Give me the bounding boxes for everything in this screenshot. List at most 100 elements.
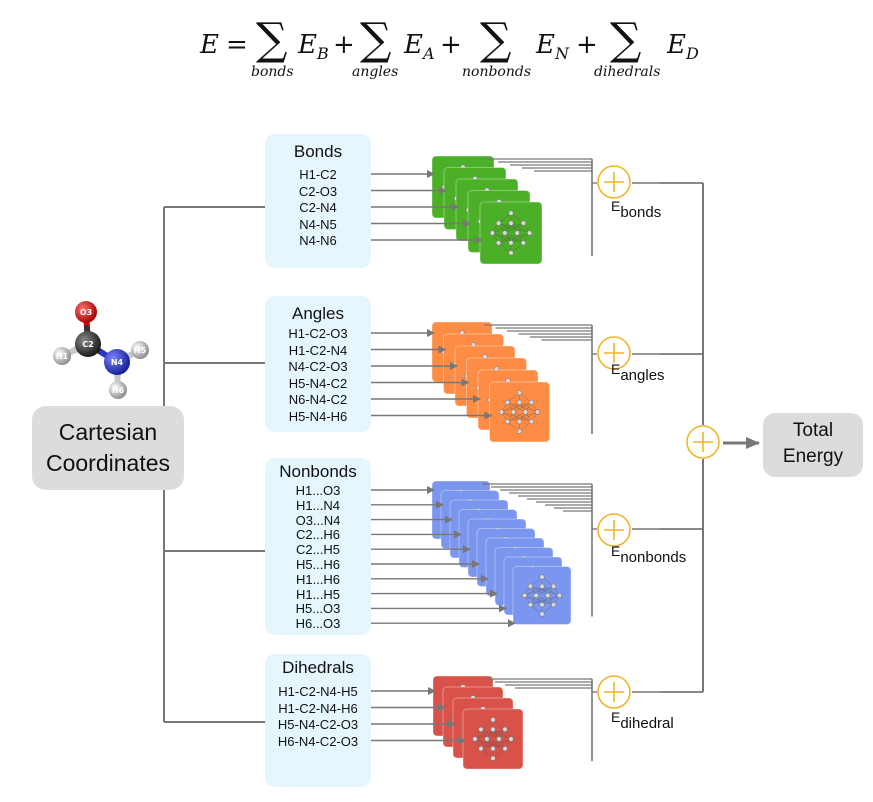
atom-sphere xyxy=(75,331,101,357)
neural-network-glyph xyxy=(489,210,533,256)
network-node xyxy=(550,602,557,608)
network-edge xyxy=(510,232,530,244)
network-edge xyxy=(541,585,560,596)
network-edge xyxy=(541,595,560,606)
network-node xyxy=(508,250,514,256)
energy-label-nonbonds: Enonbonds xyxy=(611,543,686,566)
interaction-label: N4-N5 xyxy=(299,216,337,232)
network-edge xyxy=(492,729,512,740)
network-node xyxy=(516,419,523,425)
interaction-label: N6-N4-C2 xyxy=(288,392,348,407)
network-node xyxy=(489,230,496,236)
network-edge xyxy=(492,222,524,234)
eq-plus: + xyxy=(576,30,598,60)
energy-subscript: dihedral xyxy=(620,715,674,732)
network-node xyxy=(478,726,484,733)
network-node xyxy=(484,736,490,742)
network-edge xyxy=(498,222,518,234)
network-node xyxy=(522,409,529,415)
energy-subscript: nonbonds xyxy=(620,549,687,566)
atom-sphere xyxy=(53,347,71,365)
interaction-label: C2...H6 xyxy=(295,527,341,543)
plus-icon xyxy=(693,432,713,452)
interaction-label: H1-C2 xyxy=(299,167,337,182)
atom-sphere xyxy=(109,381,127,399)
energy-subscript: angles xyxy=(620,367,665,384)
network-edge xyxy=(524,595,554,606)
atom-label: C2 xyxy=(82,340,93,349)
interaction-label: H5-N4-C2 xyxy=(288,375,348,391)
network-node xyxy=(504,399,511,406)
network-edge xyxy=(498,232,518,244)
network-node xyxy=(520,220,527,226)
eq-term-under: nonbonds xyxy=(462,64,532,80)
category-title: Angles xyxy=(292,304,344,323)
network-node xyxy=(490,717,496,723)
cartesian-coordinates-box: Cartesian Coordinates xyxy=(32,406,184,490)
interaction-label: C2-N4 xyxy=(299,200,337,215)
interaction-label: H1-C2-N4 xyxy=(288,342,348,358)
category-title: Nonbonds xyxy=(279,462,357,481)
network-edge xyxy=(510,212,524,224)
network-node xyxy=(539,574,545,580)
eq-sum-symbol: ∑ xyxy=(610,14,642,65)
eq-sum-symbol: ∑ xyxy=(360,14,392,65)
network-node xyxy=(528,419,535,425)
network-node xyxy=(514,230,520,236)
network-node xyxy=(496,736,502,742)
network-node xyxy=(504,419,511,425)
energy-label-bonds: Ebonds xyxy=(611,198,661,221)
energy-label-dihedral: Edihedral xyxy=(611,709,674,732)
network-edge xyxy=(524,585,543,596)
neural-network-card xyxy=(512,566,572,625)
network-node xyxy=(502,745,508,752)
network-edge xyxy=(513,402,532,413)
network-edge xyxy=(530,585,560,596)
eq-term-under: bonds xyxy=(251,64,294,80)
output-line: Total xyxy=(792,420,834,441)
network-edge xyxy=(501,402,520,413)
atom-sphere xyxy=(104,349,130,375)
network-edge xyxy=(501,411,532,422)
network-node xyxy=(478,745,484,752)
eq-plus: + xyxy=(440,30,462,60)
network-edge xyxy=(474,738,506,749)
energy-subscript: bonds xyxy=(620,204,662,221)
network-edge xyxy=(498,242,512,254)
network-node xyxy=(508,210,514,216)
energy-symbol: E xyxy=(611,198,621,214)
neural-network-glyph xyxy=(472,717,514,761)
energy-label-angles: Eangles xyxy=(611,361,665,384)
network-node xyxy=(516,428,523,434)
plus-icon xyxy=(604,520,624,540)
interaction-label: C2...H5 xyxy=(295,542,341,558)
network-edge xyxy=(530,595,560,606)
network-node xyxy=(516,390,523,396)
network-node xyxy=(520,240,527,246)
network-edge xyxy=(498,212,512,224)
network-edge xyxy=(474,738,494,749)
network-edge xyxy=(504,222,524,234)
network-node xyxy=(490,755,496,761)
interaction-label: N4-N6 xyxy=(299,233,337,248)
network-edge xyxy=(536,585,554,596)
network-node xyxy=(508,240,514,246)
network-edge xyxy=(507,411,526,422)
network-node xyxy=(528,399,535,406)
total-energy-box: Total Energy xyxy=(763,413,863,477)
network-edge xyxy=(480,729,512,740)
network-node xyxy=(502,230,508,236)
network-edge xyxy=(524,585,554,596)
interaction-label: C2-O3 xyxy=(298,183,338,199)
network-node xyxy=(502,726,508,733)
eq-equals: = xyxy=(226,30,248,60)
network-node xyxy=(533,592,539,599)
atom-label: N4 xyxy=(111,358,124,367)
network-edge xyxy=(486,738,506,749)
network-edge xyxy=(498,222,530,234)
network-edge xyxy=(513,411,532,422)
